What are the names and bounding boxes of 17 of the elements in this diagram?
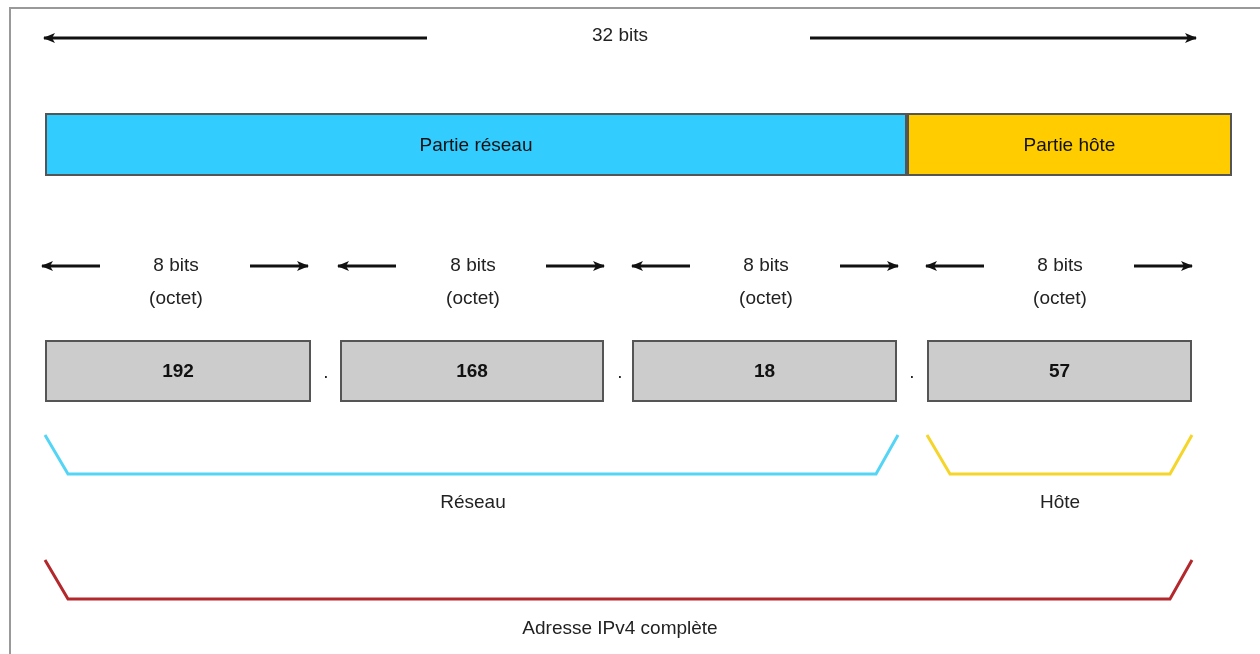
- bit-width-label: 32 bits: [592, 23, 648, 48]
- octet-box: 192: [45, 340, 311, 402]
- octet-width-label: 8 bits (octet): [738, 252, 794, 310]
- bracket-label: Adresse IPv4 complète: [522, 616, 718, 641]
- octet-width-label: 8 bits (octet): [1032, 252, 1088, 310]
- octet-box: 57: [927, 340, 1192, 402]
- octet-width-label: 8 bits (octet): [445, 252, 501, 310]
- dot-separator: .: [323, 360, 329, 385]
- octet-width-label: 8 bits (octet): [148, 252, 204, 310]
- network-part-band: Partie réseau: [45, 113, 907, 176]
- host-part-band: Partie hôte: [907, 113, 1232, 176]
- bracket-label: Réseau: [440, 490, 506, 515]
- dot-separator: .: [909, 360, 915, 385]
- dot-separator: .: [617, 360, 623, 385]
- octet-box: 18: [632, 340, 897, 402]
- bracket-label: Hôte: [1039, 490, 1081, 515]
- octet-box: 168: [340, 340, 604, 402]
